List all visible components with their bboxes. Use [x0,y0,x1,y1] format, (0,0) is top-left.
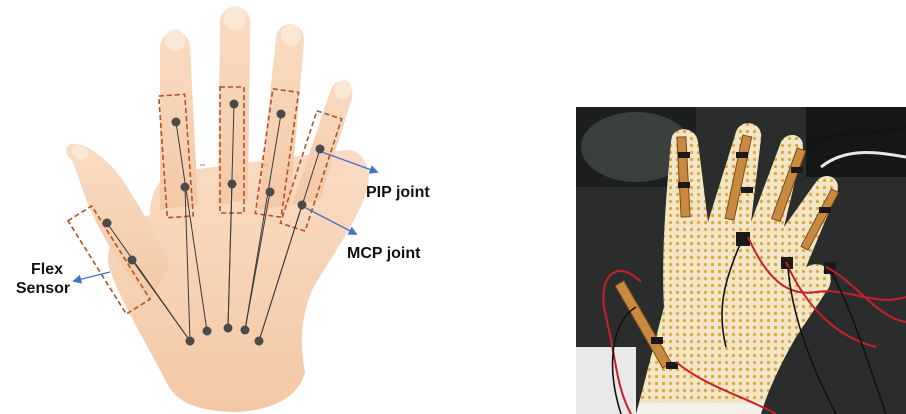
hand-shape [66,6,369,412]
mcp-joint-label: MCP joint [347,244,420,263]
pip-joint-label: PIP joint [366,183,430,202]
flex-sensor-label-line1: Flex [22,260,72,279]
flex-sensor-label: Flex Sensor [22,260,72,298]
flex-arrow [74,272,110,281]
flex-sensor-label-line2: Sensor [14,279,72,298]
hand-illustration-icon [0,0,570,414]
glove-photo [576,107,906,414]
glove-photo-illustration [576,107,906,414]
